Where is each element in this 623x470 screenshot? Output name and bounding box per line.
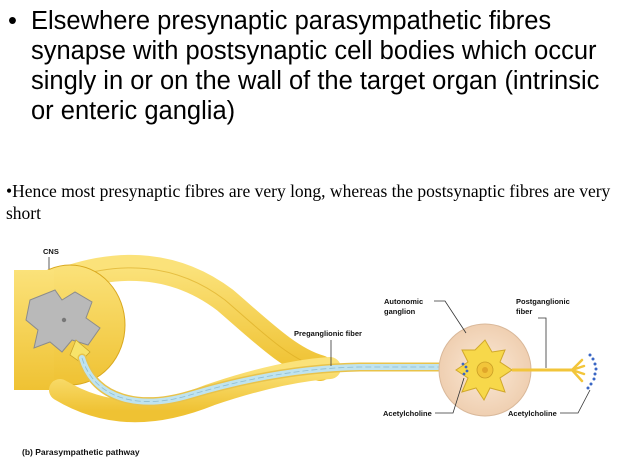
sub-bullet-text: •Hence most presynaptic fibres are very … (6, 181, 611, 223)
acetylcholine-label-right: Acetylcholine (508, 409, 557, 418)
acetylcholine-label-left: Acetylcholine (383, 409, 432, 418)
spinal-cord (14, 264, 126, 390)
autonomic-ganglion (438, 323, 532, 417)
autonomic-ganglion-label-line1: Autonomic (384, 297, 423, 306)
main-bullet: • Elsewhere presynaptic parasympathetic … (8, 6, 614, 126)
target-terminals (570, 353, 598, 390)
postganglionic-fiber-label-line1: Postganglionic (516, 297, 570, 306)
bullet-glyph: • (8, 7, 17, 35)
preganglionic-fiber-label: Preganglionic fiber (294, 329, 362, 338)
main-bullet-text: Elsewhere presynaptic parasympathetic fi… (31, 7, 600, 125)
cns-label: CNS (43, 247, 59, 256)
postganglionic-fiber-label-line2: fiber (516, 307, 532, 316)
figure-caption: (b) Parasympathetic pathway (22, 447, 140, 457)
autonomic-ganglion-label-line2: ganglion (384, 307, 416, 316)
